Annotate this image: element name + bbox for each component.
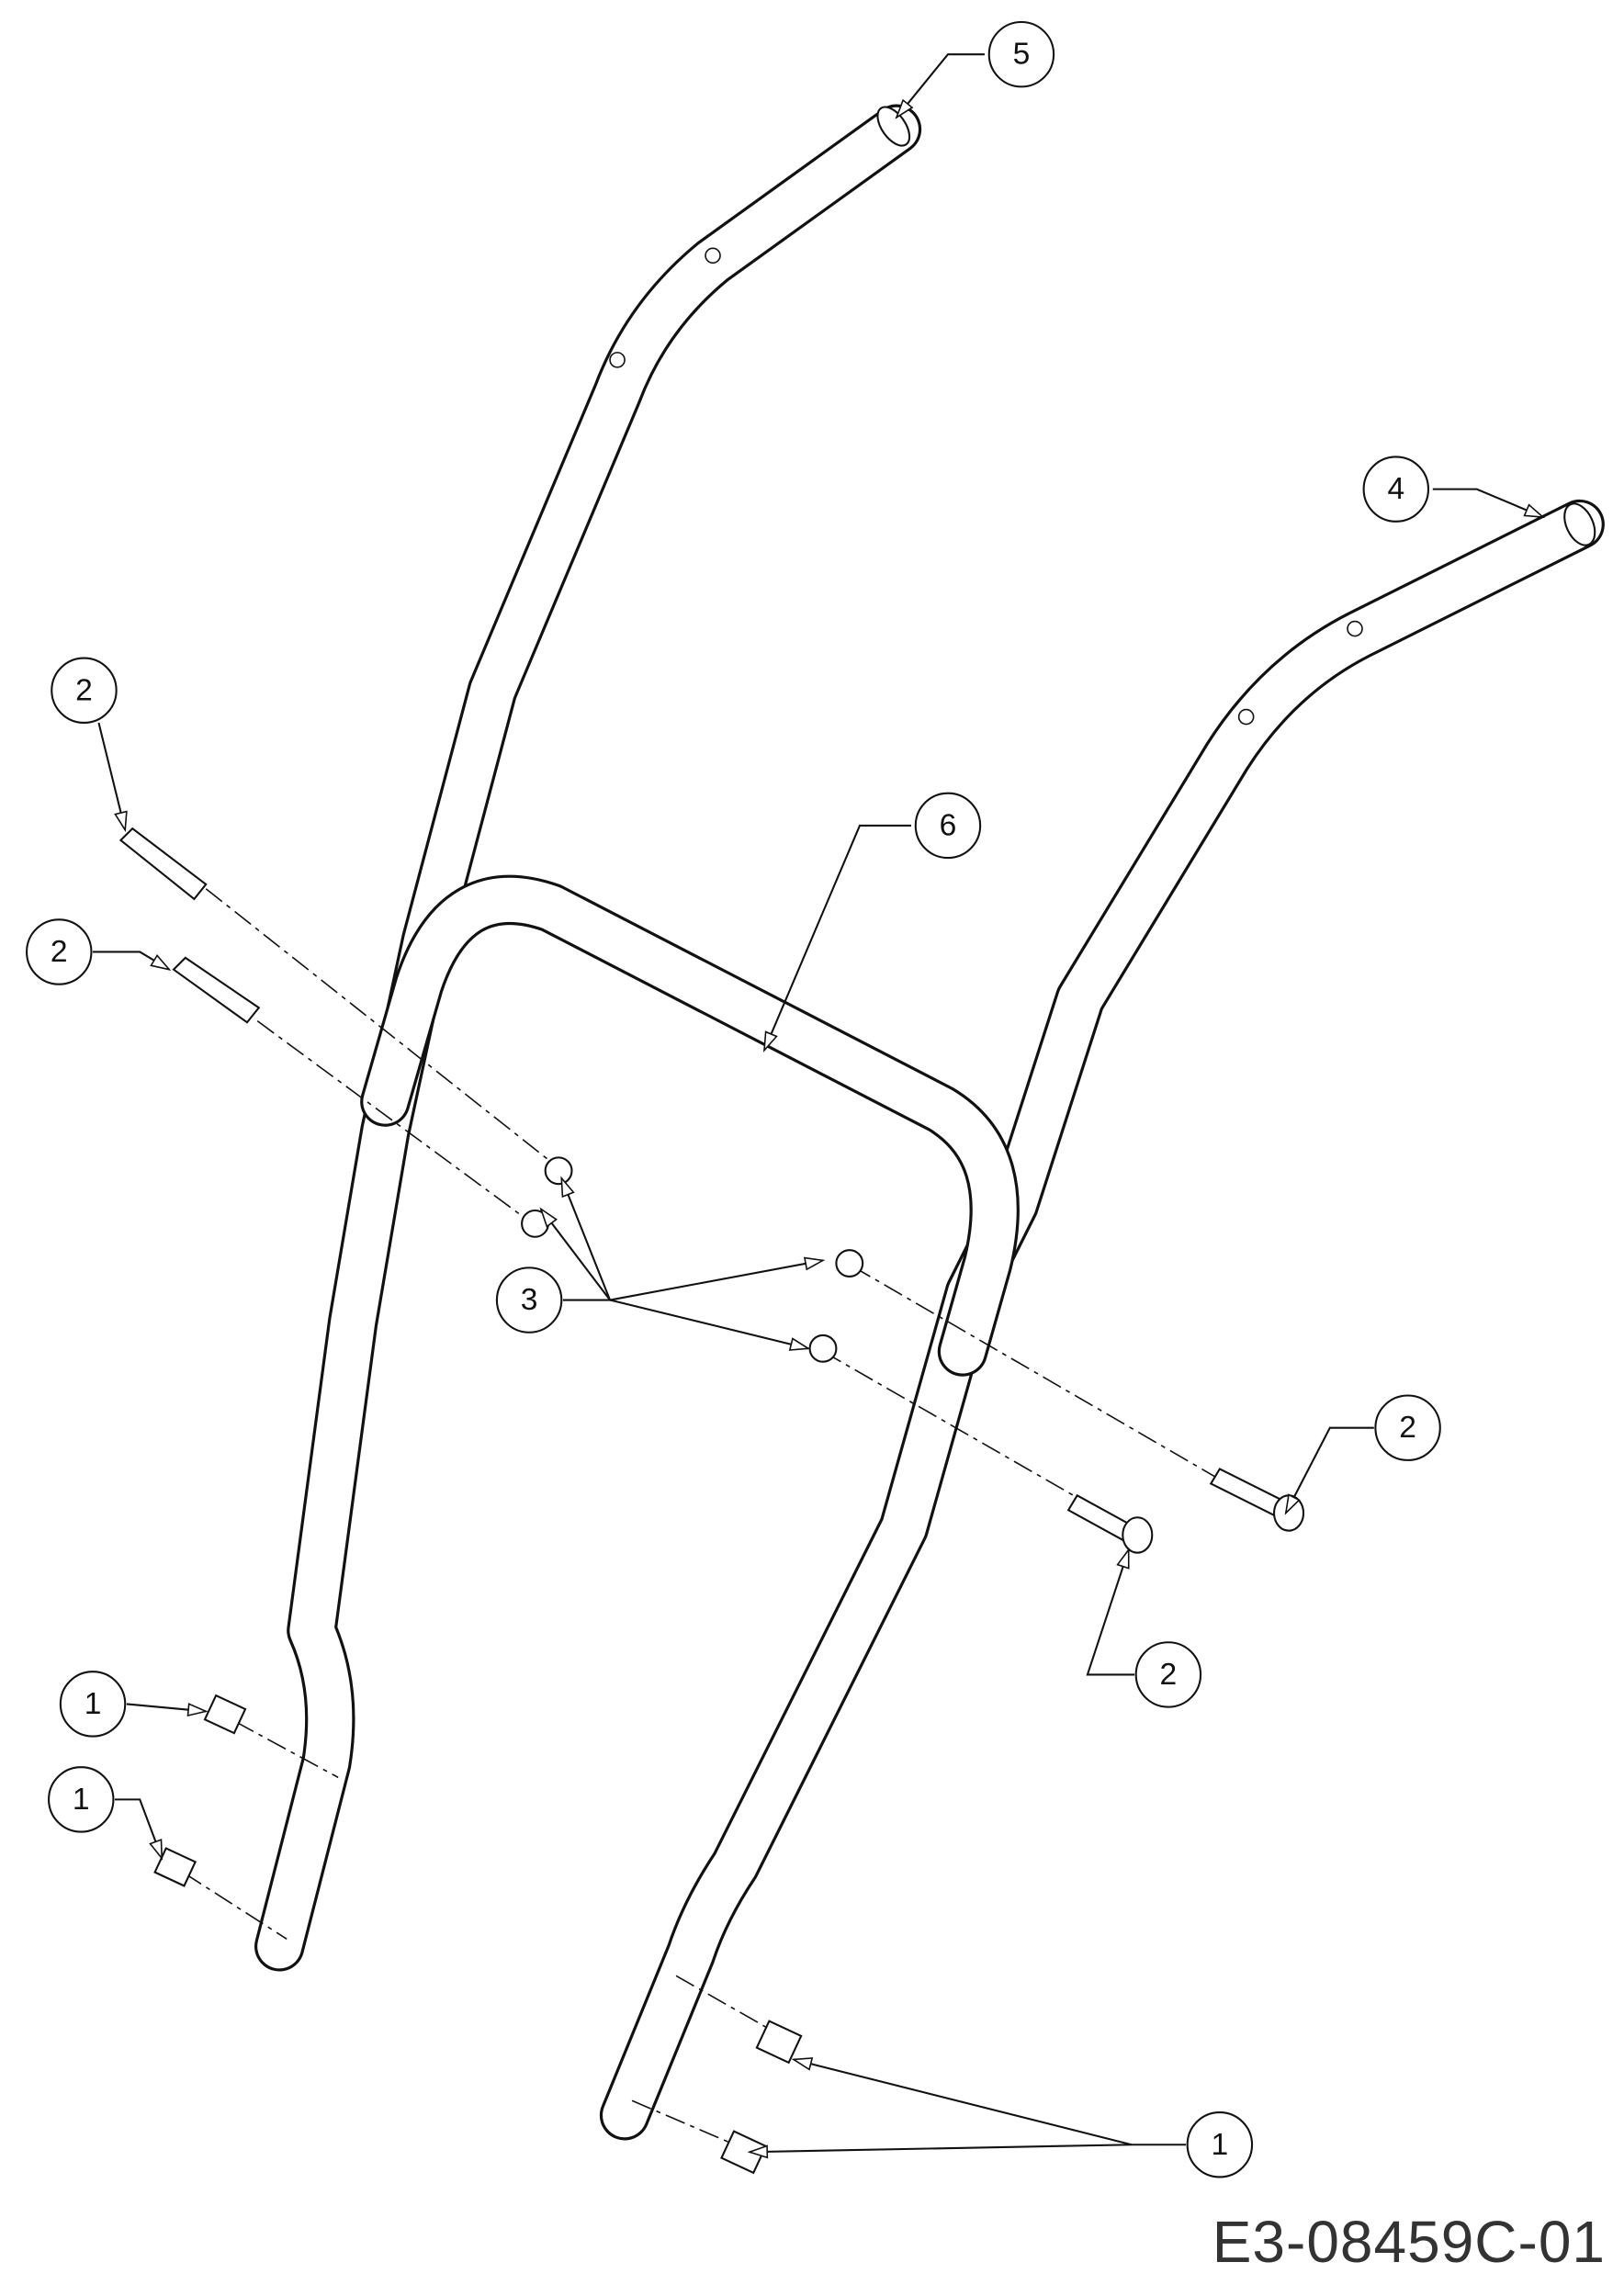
callouts: 5 4 2 2 6 3 2 2 1 1 1: [26, 20, 1546, 2178]
callout-bubble: [1374, 1394, 1441, 1461]
leader-line: [1086, 1549, 1135, 1676]
leader-line: [115, 1798, 164, 1859]
mounting-hole: [1237, 708, 1255, 726]
leader-line: [750, 2144, 1132, 2154]
arrowhead: [1116, 1548, 1130, 1570]
leader-line: [896, 53, 985, 118]
nut-3d: [808, 1334, 838, 1363]
callout-bubble: [495, 1266, 563, 1334]
callout-number: 6: [940, 808, 957, 842]
callout-number: 2: [51, 935, 68, 969]
leader-line: [1432, 488, 1544, 518]
arrowhead: [1523, 503, 1546, 519]
callout-bubble: [914, 792, 982, 860]
leader-line: [97, 722, 127, 830]
callout-number: 5: [1013, 38, 1031, 72]
leader-line: [763, 824, 911, 1052]
mounting-hole: [1347, 620, 1363, 637]
bolt-2d-head: [1122, 1516, 1154, 1554]
bolt-2b: [172, 956, 261, 1024]
callout-number: 2: [75, 673, 93, 707]
leader-line: [560, 1177, 612, 1301]
callout-bubble: [59, 1671, 127, 1738]
nut-3a: [544, 1156, 573, 1186]
arrowhead: [747, 2144, 769, 2159]
arrowhead: [803, 1256, 826, 1271]
leader-line: [609, 1259, 824, 1301]
arrowhead: [788, 1337, 811, 1351]
leader-line: [793, 2058, 1187, 2146]
callout-bubble: [48, 1766, 115, 1833]
callout-bubble: [987, 20, 1055, 88]
callout-number: 1: [1212, 2128, 1229, 2162]
bolt-1d: [720, 2130, 768, 2175]
arrowhead: [763, 1030, 778, 1052]
bolt-1c: [755, 2020, 803, 2065]
arrowhead: [186, 1703, 209, 1717]
arrowhead: [1284, 1493, 1301, 1515]
arrowhead: [150, 953, 172, 971]
nut-3c: [835, 1249, 864, 1277]
tube-end: [876, 106, 911, 147]
arrowhead: [895, 98, 914, 119]
callout-number: 2: [1399, 1411, 1416, 1445]
drawing-number: E3-08459C-01: [1212, 2209, 1606, 2275]
callout-number: 2: [1160, 1658, 1178, 1692]
callout-bubble: [1134, 1641, 1202, 1708]
leader-line: [540, 1208, 611, 1301]
mounting-hole: [609, 352, 626, 368]
callout-bubble: [26, 918, 93, 985]
arrowhead: [791, 2057, 814, 2071]
leader-line: [609, 1299, 809, 1350]
upper-crossbar: [360, 874, 1020, 1377]
leader-line: [1284, 1426, 1374, 1514]
fastener-axes: [183, 888, 1228, 2145]
bolt-1a: [203, 1694, 247, 1735]
arrowhead: [560, 1176, 575, 1199]
callout-number: 1: [85, 1687, 102, 1721]
tube-end: [1563, 502, 1596, 546]
callout-number: 1: [73, 1783, 90, 1817]
right-handle: [599, 499, 1605, 2141]
mounting-hole: [705, 247, 721, 264]
callout-number: 3: [521, 1283, 538, 1317]
arrowhead: [149, 1838, 164, 1861]
bolt-1b: [153, 1847, 197, 1887]
arrowhead: [114, 810, 128, 833]
callout-bubble: [1186, 2111, 1254, 2178]
callout-bubble: [51, 657, 118, 724]
callout-number: 4: [1387, 472, 1404, 506]
arrowhead: [539, 1207, 558, 1228]
callout-bubble: [1362, 456, 1430, 523]
bolt-2a: [118, 827, 208, 901]
fasteners: [118, 827, 1305, 2175]
